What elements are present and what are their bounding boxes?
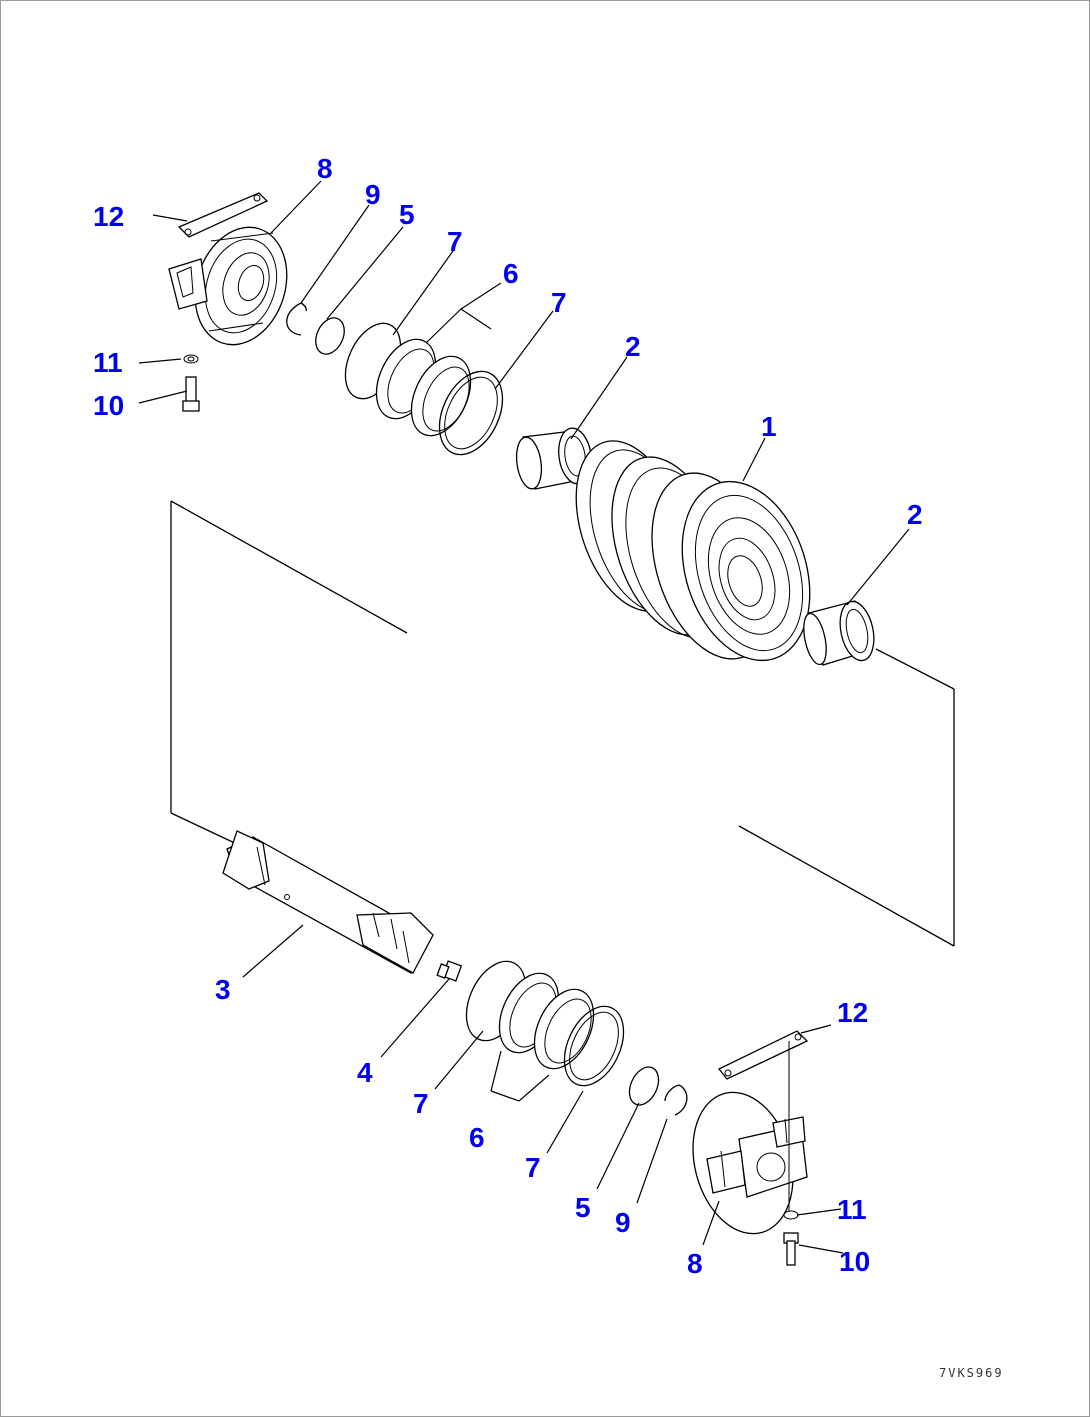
callout-9: 9 bbox=[615, 1207, 631, 1238]
drawing-code: 7VKS969 bbox=[939, 1366, 1004, 1380]
callout-7: 7 bbox=[525, 1152, 541, 1183]
callout-8: 8 bbox=[687, 1248, 703, 1279]
lock-plate-lower bbox=[717, 1030, 809, 1211]
floating-seal-upper bbox=[375, 338, 472, 437]
o-ring-upper bbox=[315, 317, 345, 355]
end-cap-lower bbox=[692, 1091, 808, 1235]
callout-11: 11 bbox=[837, 1194, 867, 1225]
callout-6: 6 bbox=[503, 258, 519, 289]
callout-2: 2 bbox=[907, 499, 923, 530]
plug bbox=[436, 960, 463, 982]
callout-1: 1 bbox=[761, 411, 777, 442]
callout-9: 9 bbox=[365, 179, 381, 210]
callout-11: 11 bbox=[93, 347, 123, 378]
callout-8: 8 bbox=[317, 153, 333, 184]
callout-12: 12 bbox=[837, 997, 868, 1028]
o-ring-lower bbox=[628, 1066, 660, 1106]
callout-4: 4 bbox=[357, 1057, 373, 1088]
o-ring-7-lower-right bbox=[563, 1005, 625, 1087]
callout-10: 10 bbox=[839, 1246, 870, 1277]
snap-ring-lower bbox=[664, 1084, 688, 1116]
callout-2: 2 bbox=[625, 331, 641, 362]
end-cap-upper bbox=[168, 226, 288, 346]
bolt-lower bbox=[783, 1232, 799, 1266]
callout-5: 5 bbox=[399, 199, 415, 230]
bushing-upper bbox=[515, 427, 592, 490]
callout-5: 5 bbox=[575, 1192, 591, 1223]
callout-12: 12 bbox=[93, 201, 124, 232]
snap-ring-upper bbox=[286, 302, 307, 336]
bolt-upper bbox=[182, 376, 200, 412]
bushing-right bbox=[803, 600, 875, 666]
callout-6: 6 bbox=[469, 1122, 485, 1153]
callout-7: 7 bbox=[447, 226, 463, 257]
assembly-plane-outline bbox=[170, 500, 955, 947]
floating-seal-lower bbox=[498, 972, 595, 1070]
lock-plate-upper bbox=[177, 192, 269, 238]
leader-lines bbox=[138, 180, 910, 1254]
callout-labels: 12 8 9 5 7 6 7 2 11 10 1 2 3 4 7 6 7 5 9… bbox=[93, 153, 923, 1279]
callout-7: 7 bbox=[413, 1088, 429, 1119]
callout-10: 10 bbox=[93, 390, 124, 421]
washer-upper bbox=[183, 354, 199, 364]
o-ring-7-upper-right bbox=[438, 370, 504, 456]
roller-shaft bbox=[222, 830, 434, 974]
callout-7: 7 bbox=[551, 287, 567, 318]
track-roller bbox=[575, 440, 811, 662]
washer-lower bbox=[783, 1210, 799, 1220]
callout-3: 3 bbox=[215, 974, 231, 1005]
